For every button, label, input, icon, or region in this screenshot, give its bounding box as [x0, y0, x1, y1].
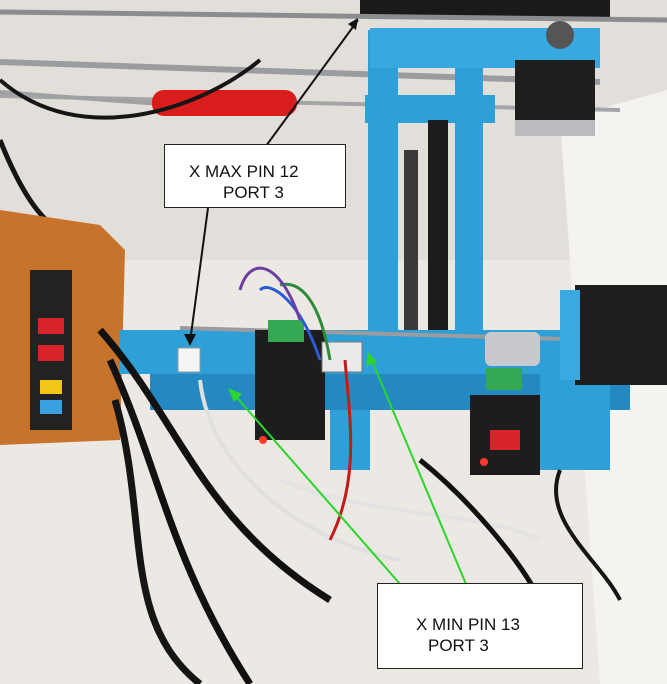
callout-x-min-line1: X MIN PIN 13: [416, 615, 520, 634]
status-led: [480, 458, 488, 466]
callout-x-max: X MAX PIN 12 PORT 3: [164, 144, 346, 208]
stepper-driver-left: [255, 330, 325, 440]
cable: [0, 58, 262, 120]
shaft-coupler: [485, 332, 540, 366]
callout-x-min: X MIN PIN 13 PORT 3: [377, 583, 583, 669]
arrowhead: [184, 334, 196, 346]
pulley: [546, 21, 574, 49]
terminal-green: [268, 320, 304, 342]
driver-chip: [490, 430, 520, 450]
arrowhead: [228, 388, 242, 402]
connector-red: [38, 318, 64, 334]
motor-mount: [560, 290, 580, 380]
pointer-arrow-min-left: [231, 391, 401, 585]
callout-x-max-line2: PORT 3: [223, 183, 284, 202]
stepper-motor-right: [575, 285, 667, 385]
top-belt: [360, 0, 610, 18]
connector-red: [38, 345, 64, 361]
frame-upright-right: [455, 30, 483, 330]
lead-screw: [404, 150, 418, 350]
wire-red: [328, 359, 353, 541]
wire-blue: [258, 286, 322, 361]
arrowhead: [348, 18, 358, 30]
top-rod: [0, 9, 667, 23]
cable: [553, 469, 622, 601]
wire-white: [279, 478, 541, 542]
limit-switch-connector-max: [177, 347, 201, 373]
cable-bundle: [111, 399, 203, 684]
connector-blue: [40, 400, 62, 414]
frame-crossbar: [365, 95, 495, 123]
cable-bundle: [106, 358, 253, 684]
screwdriver-shaft: [0, 90, 161, 106]
arrowhead: [366, 352, 377, 366]
wire-purple: [238, 266, 302, 321]
rod-upper: [0, 59, 601, 85]
terminal-green: [486, 368, 522, 390]
status-led: [259, 436, 267, 444]
wire-green: [279, 282, 332, 361]
connector-yellow: [40, 380, 62, 394]
pointer-arrow-min-right: [369, 355, 467, 585]
callout-x-min-line2: PORT 3: [428, 636, 489, 655]
vertical-belt: [428, 120, 448, 340]
wire-white: [198, 379, 401, 562]
pointer-arrow-max-down: [189, 207, 209, 343]
cable-bundle: [97, 327, 332, 603]
screwdriver-handle: [152, 90, 297, 116]
motor-cap: [515, 120, 595, 136]
callout-x-max-line1: X MAX PIN 12: [189, 162, 299, 181]
frame-upright-left: [368, 30, 398, 360]
pointer-arrow-max-up: [265, 19, 359, 147]
